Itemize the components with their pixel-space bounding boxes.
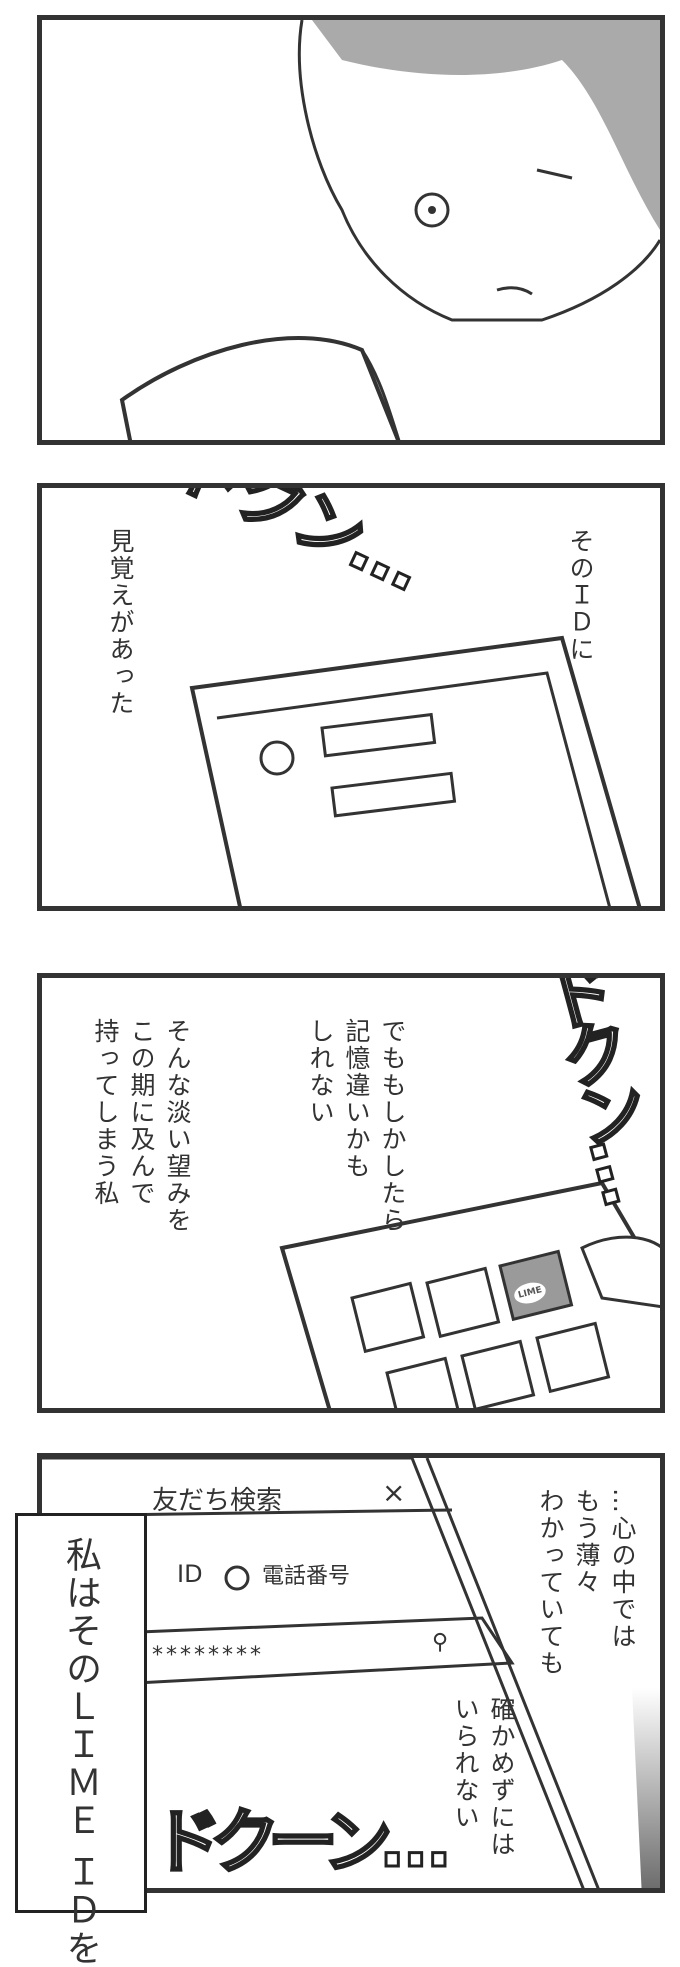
screen-title: 友だち検索 — [152, 1486, 283, 1516]
search-icon: ⚲ — [432, 1630, 449, 1655]
search-field-value: ******** — [152, 1643, 264, 1668]
panel-2: そのＩＤに 見覚えがあった ドクン… — [37, 483, 665, 911]
id-option-label: ID — [177, 1560, 203, 1588]
character-holding-phone-illustration — [119, 20, 660, 440]
phone-chat-screen-illustration — [189, 635, 642, 906]
narration-text: そのＩＤに — [566, 528, 595, 663]
panel-1 — [37, 15, 665, 445]
phone-number-option-label: 電話番号 — [262, 1564, 351, 1589]
narration-text: 確かめずには いられない — [451, 1696, 516, 1858]
caption-box: 私はそのＬＩＭＥ ＩＤを — [15, 1513, 147, 1967]
caption-text: 私はそのＬＩＭＥ ＩＤを — [60, 1536, 101, 1967]
sound-effect-text: ドクーン… — [151, 1800, 452, 1885]
narration-text: 見覚えがあった — [106, 528, 135, 717]
narration-text: でももしかしたら 記憶違いかも しれない — [306, 1018, 407, 1234]
panel-3: LIME でももしかしたら 記憶違いかも しれない そんな淡い望みを この期に及… — [37, 973, 665, 1413]
narration-text: …心の中では もう薄々 わかっていても — [536, 1488, 637, 1677]
narration-text: そんな淡い望みを この期に及んで 持ってしまう私 — [91, 1018, 192, 1234]
close-icon: × — [382, 1476, 406, 1509]
